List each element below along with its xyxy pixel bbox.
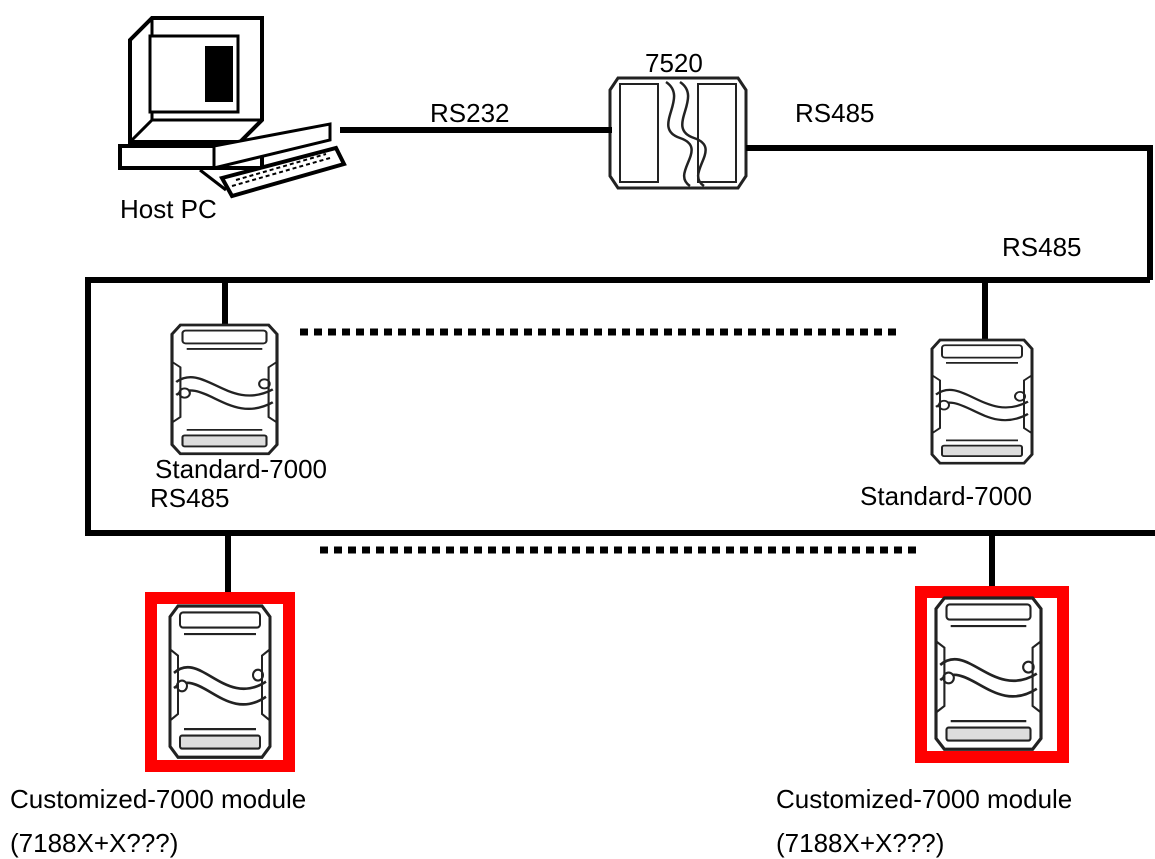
bus-lines [85,127,1155,592]
computer-icon [118,16,347,199]
rs485-right-label: RS485 [1002,232,1082,262]
rs232-label: RS232 [430,98,510,128]
module-icon [168,604,272,759]
rs485-link-top [746,145,1153,280]
standard-right-label: Standard-7000 [860,481,1033,511]
custom-left-name-label: Customized-7000 module [10,784,307,814]
standard-left-label: Standard-7000 [155,454,328,484]
custom-left-model-label: (7188X+X???) [10,828,179,858]
custom-module-right [915,586,1069,763]
rs485-bus-standard [85,277,1155,536]
custom-right-model-label: (7188X+X???) [776,828,945,858]
rs485-left-label: RS485 [150,483,230,513]
rs485-top-label: RS485 [795,98,875,128]
module-icon [170,323,279,456]
module-icon [934,596,1043,751]
converter-7520-icon [608,76,748,190]
custom-module-left [145,592,295,772]
converter-label: 7520 [645,48,703,78]
host-pc-label: Host PC [120,194,217,224]
custom-right-name-label: Customized-7000 module [776,784,1073,814]
module-icon [930,338,1034,465]
